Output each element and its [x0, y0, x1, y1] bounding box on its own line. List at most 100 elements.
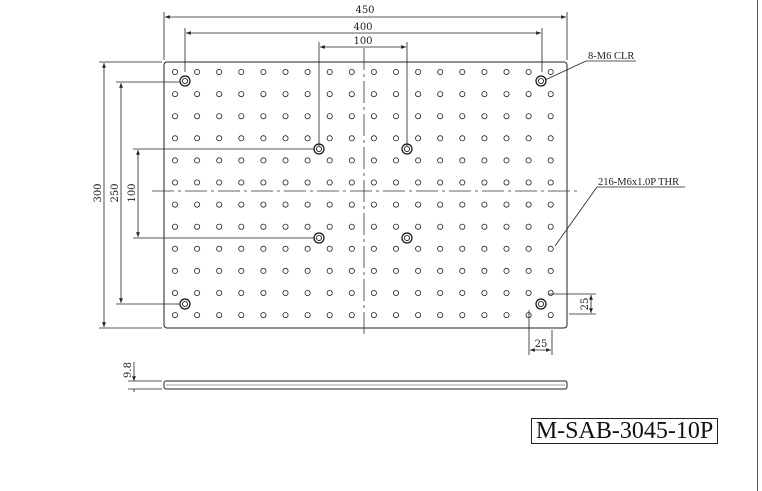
tapped-hole	[525, 245, 532, 252]
tapped-hole	[481, 245, 488, 252]
tapped-hole	[370, 157, 377, 164]
tapped-hole	[260, 179, 267, 186]
tapped-hole	[459, 69, 466, 76]
tapped-hole	[525, 113, 532, 120]
tapped-hole	[260, 312, 267, 319]
tapped-hole	[282, 91, 289, 98]
tapped-hole	[194, 201, 201, 208]
tapped-hole	[238, 267, 245, 274]
tapped-hole	[171, 135, 178, 142]
callout-thread-note: 216-M6x1.0P THR	[598, 177, 679, 188]
tapped-hole	[503, 312, 510, 319]
tapped-hole	[415, 157, 422, 164]
tapped-hole	[459, 91, 466, 98]
tapped-hole	[282, 223, 289, 230]
tapped-hole	[392, 157, 399, 164]
tapped-hole	[260, 113, 267, 120]
tapped-hole	[282, 179, 289, 186]
tapped-hole	[370, 135, 377, 142]
tapped-hole	[238, 201, 245, 208]
tapped-hole	[437, 223, 444, 230]
tapped-hole	[326, 179, 333, 186]
tapped-hole	[216, 289, 223, 296]
tapped-hole	[503, 201, 510, 208]
tapped-hole	[260, 201, 267, 208]
tapped-hole	[348, 157, 355, 164]
tapped-hole	[348, 201, 355, 208]
tapped-hole	[437, 157, 444, 164]
tapped-hole	[525, 69, 532, 76]
tapped-hole	[415, 135, 422, 142]
center-lines	[152, 48, 578, 338]
tapped-hole	[370, 289, 377, 296]
tapped-hole	[326, 69, 333, 76]
tapped-hole	[459, 289, 466, 296]
tapped-hole	[326, 91, 333, 98]
tapped-hole	[326, 223, 333, 230]
tapped-hole	[481, 135, 488, 142]
tapped-hole	[260, 245, 267, 252]
dim-outer-mount-spacing	[184, 28, 543, 72]
tapped-hole	[282, 267, 289, 274]
tapped-hole	[392, 113, 399, 120]
tapped-hole	[216, 267, 223, 274]
tapped-hole	[238, 69, 245, 76]
tapped-hole	[503, 135, 510, 142]
dim-outer-mount-spacing-label: 400	[353, 22, 372, 33]
tapped-hole	[194, 91, 201, 98]
tapped-hole	[238, 312, 245, 319]
tapped-hole	[171, 223, 178, 230]
tapped-hole	[194, 113, 201, 120]
tapped-hole	[171, 91, 178, 98]
dim-outer-mount-height	[116, 81, 180, 305]
tapped-hole	[547, 289, 554, 296]
tapped-hole	[481, 157, 488, 164]
counterbored-hole	[401, 232, 413, 244]
tapped-hole	[171, 267, 178, 274]
dim-inner-mount-spacing	[318, 42, 408, 146]
tapped-hole	[171, 179, 178, 186]
tapped-hole	[437, 245, 444, 252]
tapped-hole	[304, 135, 311, 142]
tapped-hole	[216, 223, 223, 230]
tapped-hole	[415, 113, 422, 120]
tapped-hole-grid	[171, 69, 554, 319]
tapped-hole	[194, 312, 201, 319]
tapped-hole	[216, 201, 223, 208]
tapped-hole	[238, 245, 245, 252]
tapped-hole	[348, 245, 355, 252]
tapped-hole	[348, 223, 355, 230]
tapped-hole	[547, 312, 554, 319]
callout-counterbore-note: 8-M6 CLR	[588, 51, 634, 62]
counterbored-hole	[535, 75, 547, 87]
tapped-hole	[415, 312, 422, 319]
tapped-hole	[216, 312, 223, 319]
tapped-hole	[282, 157, 289, 164]
tapped-hole	[525, 267, 532, 274]
tapped-hole	[348, 135, 355, 142]
tapped-hole	[326, 201, 333, 208]
tapped-hole	[547, 91, 554, 98]
tapped-hole	[437, 91, 444, 98]
tapped-hole	[415, 245, 422, 252]
part-number: M-SAB-3045-10P	[535, 418, 714, 444]
tapped-hole	[415, 289, 422, 296]
tapped-hole	[370, 267, 377, 274]
tapped-hole	[392, 245, 399, 252]
tapped-hole	[437, 69, 444, 76]
tapped-hole	[392, 135, 399, 142]
dim-thickness	[128, 362, 162, 392]
tapped-hole	[547, 201, 554, 208]
tapped-hole	[304, 312, 311, 319]
dim-edge-offset-x	[528, 310, 553, 355]
tapped-hole	[459, 113, 466, 120]
tapped-hole	[282, 69, 289, 76]
plate-outline	[163, 61, 568, 329]
tapped-hole	[503, 179, 510, 186]
tapped-hole	[503, 69, 510, 76]
tapped-hole	[304, 267, 311, 274]
tapped-hole	[216, 157, 223, 164]
tapped-hole	[348, 267, 355, 274]
tapped-hole	[171, 69, 178, 76]
